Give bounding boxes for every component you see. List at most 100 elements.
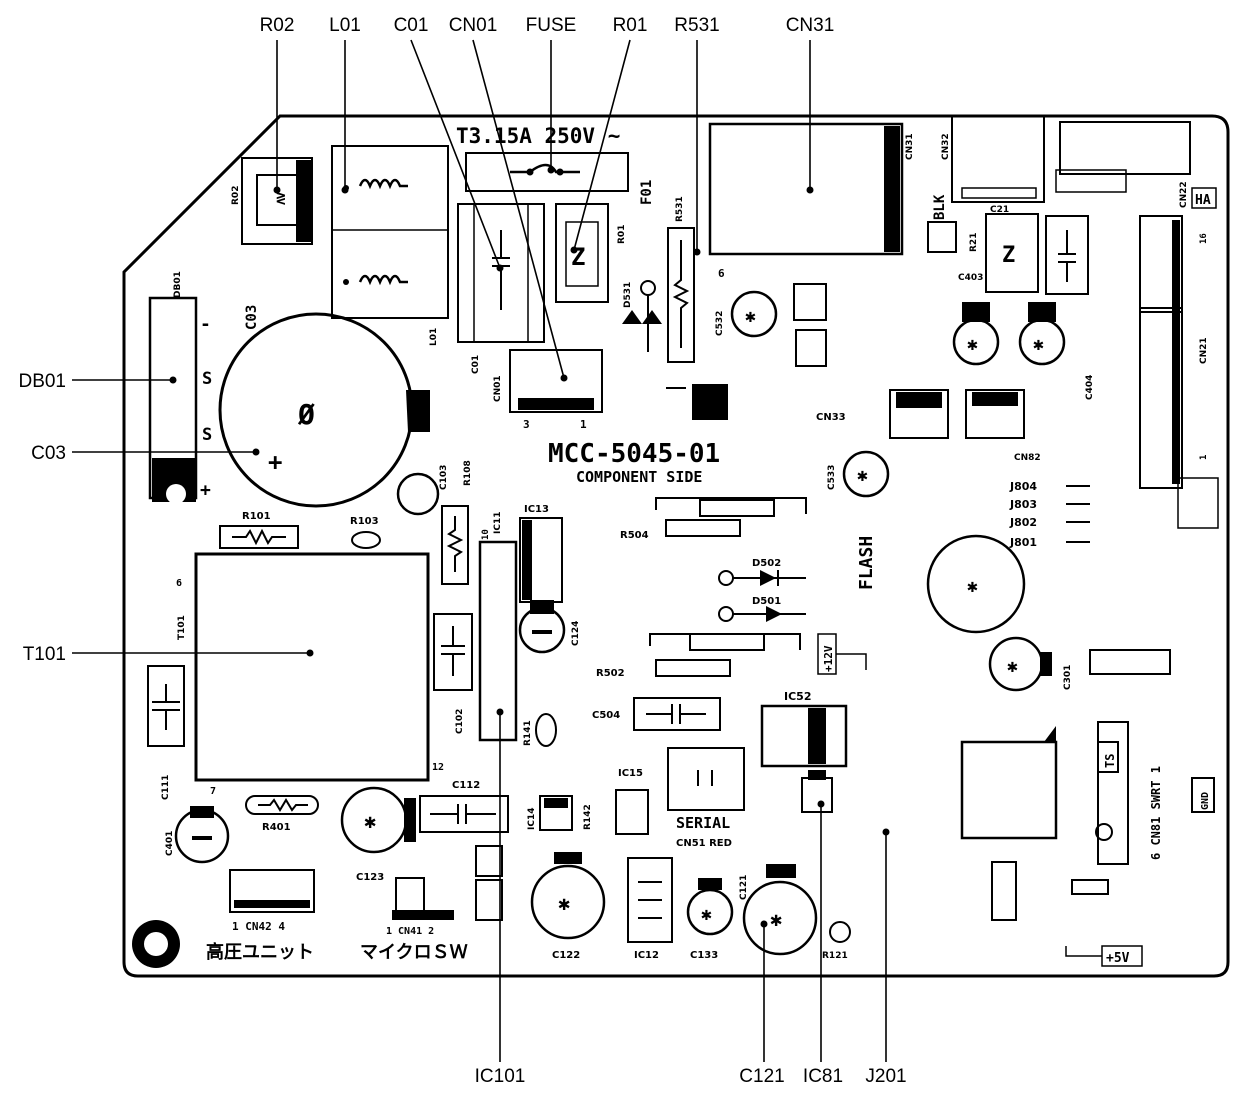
flash-silk: FLASH — [856, 536, 877, 590]
callout-cn01: CN01 — [449, 15, 498, 36]
callout-c03: C03 — [31, 443, 66, 464]
r531-resistor: R531 — [666, 196, 695, 389]
plus5v-silk: +5V — [1106, 951, 1130, 966]
r101-resistor: R101 — [219, 511, 299, 549]
cn82-silk: CN82 — [1014, 453, 1041, 463]
board-subtitle: COMPONENT SIDE — [576, 468, 702, 486]
kouatsu-unit-silk: 高圧ユニット — [206, 941, 314, 963]
c403-silk: C403 — [958, 273, 983, 283]
svg-text:✱: ✱ — [701, 904, 712, 925]
cap-pair-upper-right: ✱ ✱ C404 — [952, 302, 1095, 400]
c532-silk: C532 — [715, 311, 725, 336]
ic42-chip — [475, 879, 503, 921]
r401-silk: R401 — [262, 822, 291, 833]
cn81-connector: TS 6 CN81 SWRT 1 GND — [1095, 721, 1215, 865]
r108-resistor — [441, 505, 469, 585]
f01-silk: F01 — [639, 180, 655, 205]
ts-box — [1097, 741, 1119, 773]
t101-pin12: 12 — [432, 762, 444, 773]
ic-small-right — [1071, 879, 1109, 895]
ic332-chip — [795, 329, 827, 367]
cn22-silk: CN22 — [1179, 181, 1189, 208]
svg-text:+: + — [200, 480, 211, 501]
c112-silk: C112 — [452, 780, 480, 791]
ha-label-box — [1191, 187, 1217, 209]
cn01-pin1: 1 — [580, 418, 587, 431]
cn41-connector: 1 CN41 2 — [386, 877, 454, 937]
t101-silk: T101 — [177, 615, 187, 640]
callout-labels-top: R02 L01 C01 CN01 FUSE R01 R531 CN31 — [260, 15, 835, 36]
svg-text:S: S — [202, 369, 212, 389]
svg-text:S: S — [202, 425, 212, 445]
c533-capacitor: ✱ C533 — [827, 450, 890, 498]
inductor-icon — [358, 274, 408, 286]
c03-capacitor: Ø + C03 — [218, 305, 430, 508]
c301-silk: C301 — [1063, 665, 1073, 690]
svg-text:✱: ✱ — [1007, 656, 1018, 677]
l01-silk: L01 — [429, 328, 439, 346]
r02-glyph: ≷ — [276, 188, 286, 207]
c03-silk: C03 — [244, 305, 260, 330]
callout-l01: L01 — [329, 15, 361, 36]
c123-capacitor: ✱ C123 — [340, 786, 416, 883]
resistor-icon — [232, 528, 286, 546]
cn33-silk: CN33 — [816, 412, 846, 423]
c111-capacitor: C111 — [147, 665, 185, 800]
cn42-silk: 1 CN42 4 — [232, 920, 285, 933]
ic52-silk: IC52 — [784, 690, 811, 703]
ic14-silk: IC14 — [527, 808, 537, 830]
jumper-labels: J804 J803 J802 J801 — [1009, 480, 1090, 549]
mounting-hole-icon — [132, 920, 180, 968]
db01-silk: DB01 — [173, 271, 183, 298]
fuse-rating-silk: T3.15A 250V ~ — [456, 124, 620, 148]
c103-capacitor: C103 R108 — [396, 460, 473, 516]
r21-block: Z R21 C403 — [927, 213, 1089, 295]
c401-capacitor: C401 — [165, 806, 230, 864]
c122-silk: C122 — [552, 950, 580, 961]
ic11-chip: IC11 10 — [478, 512, 518, 742]
callout-labels-bottom: IC101 C121 IC81 J201 — [475, 1066, 907, 1087]
ic303-chip — [1089, 649, 1171, 675]
c122-capacitor: ✱ C122 — [530, 852, 606, 961]
j804-silk: J804 — [1009, 480, 1037, 493]
r21-silk: R21 — [969, 233, 979, 252]
gnd-box — [1191, 777, 1215, 813]
c123-silk: C123 — [356, 872, 384, 883]
cn32-silk: CN32 — [941, 133, 951, 160]
d531-silk: D531 — [623, 282, 633, 308]
d501-silk: D501 — [752, 596, 781, 607]
ic81-chip — [801, 770, 833, 813]
r504-resistor: R504 — [620, 497, 807, 541]
callout-ic101: IC101 — [475, 1066, 526, 1087]
c111-silk: C111 — [161, 775, 171, 800]
cn01-silk: CN01 — [493, 375, 503, 402]
r502-resistor: R502 — [596, 633, 801, 679]
cn31-silk: CN31 — [905, 133, 915, 160]
plus12v-marker: +12V — [817, 633, 867, 675]
callout-r01: R01 — [613, 15, 648, 36]
j802-silk: J802 — [1009, 516, 1037, 529]
cn32-connector: CN32 BLK C21 — [932, 115, 1045, 220]
r02-silk: R02 — [231, 186, 241, 205]
r21-glyph: Z — [1002, 243, 1015, 268]
svg-text:✱: ✱ — [967, 576, 978, 597]
cn01-connector: CN01 3 1 — [493, 349, 603, 431]
t101-transformer: T101 6 12 7 — [176, 552, 444, 797]
j803-silk: J803 — [1009, 498, 1037, 511]
svg-text:-: - — [200, 314, 211, 335]
svg-text:✱: ✱ — [770, 907, 782, 931]
ic12-silk: IC12 — [634, 950, 659, 961]
leader-dots — [169, 166, 890, 928]
c533-silk: C533 — [827, 465, 837, 490]
svg-text:✱: ✱ — [745, 306, 756, 327]
ic12-chip: IC12 — [627, 857, 673, 961]
r121-silk: R121 — [822, 951, 848, 961]
svg-text:+: + — [268, 448, 282, 476]
diode-icon — [642, 310, 662, 324]
ic14-chip: IC14 R142 — [527, 795, 593, 831]
plus12v-silk: +12V — [822, 645, 835, 672]
cn21-pin1: 1 — [1199, 455, 1209, 460]
r401-resistor: R401 — [245, 795, 319, 833]
ic41-chip — [475, 845, 503, 877]
inductor-icon — [358, 178, 408, 190]
